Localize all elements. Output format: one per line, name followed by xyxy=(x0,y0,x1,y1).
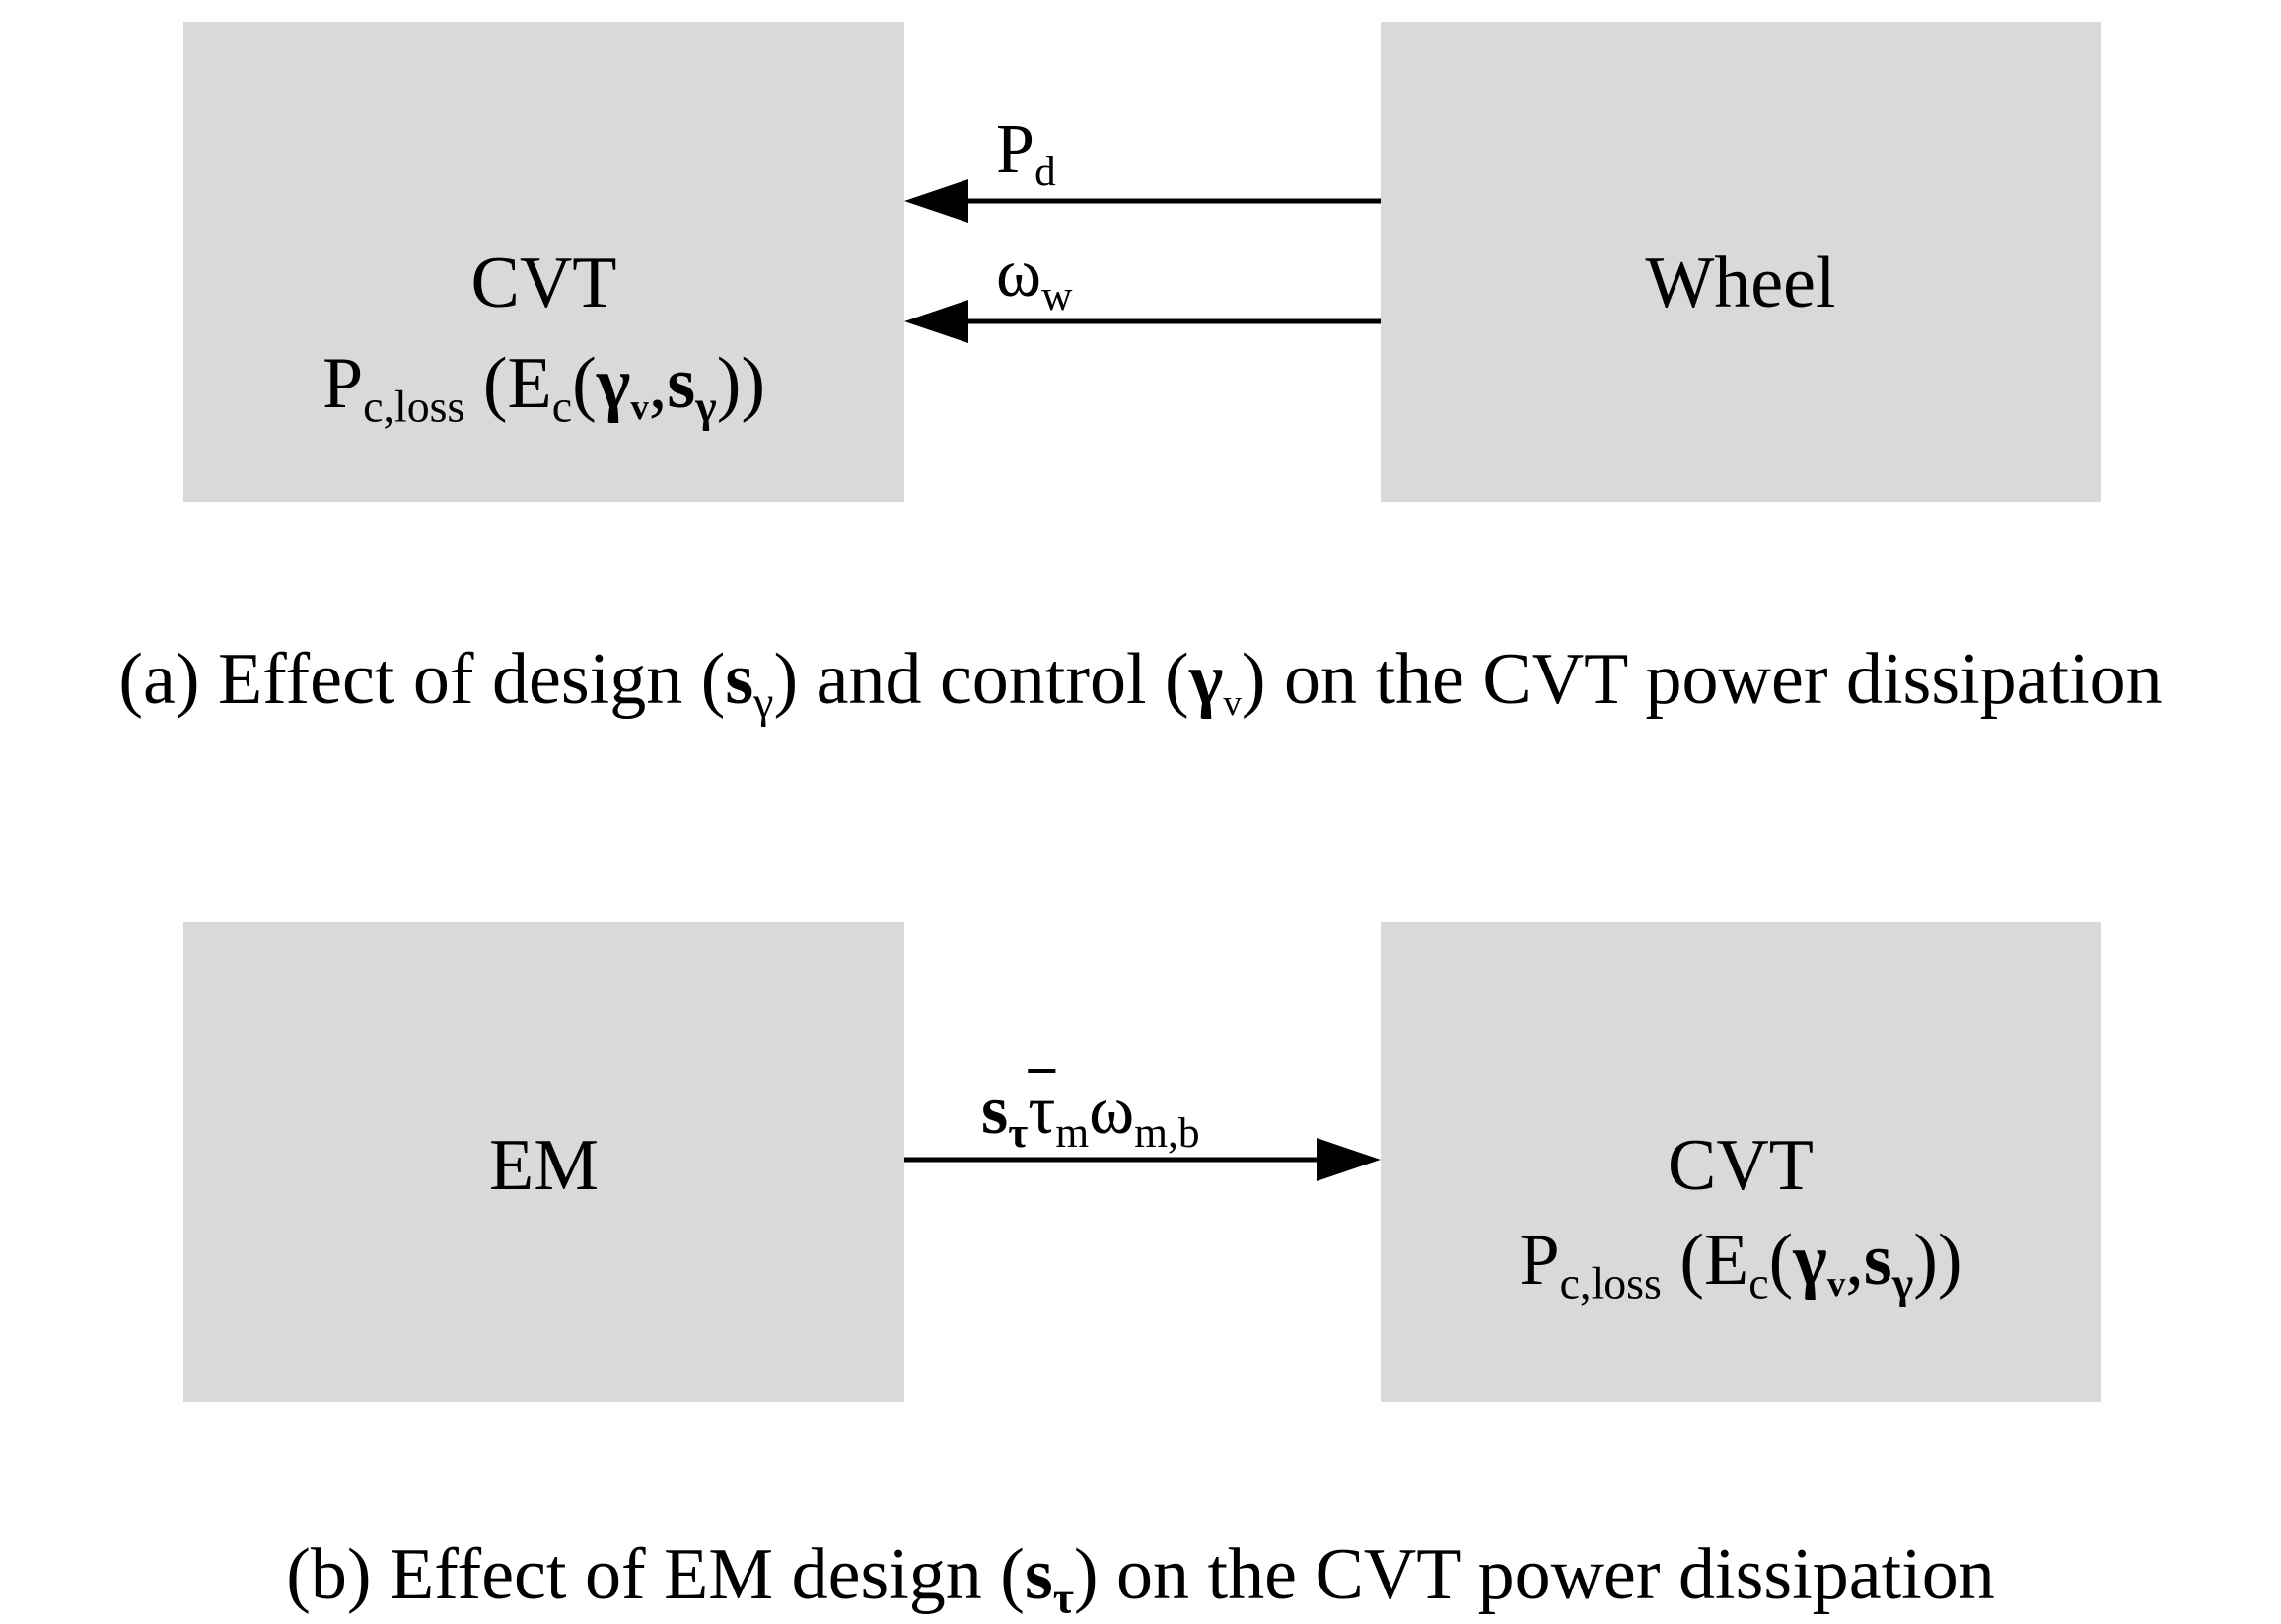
em-to-cvt-arrow xyxy=(904,1138,1381,1181)
cvt-block-a: CVT Pc,loss (Ec(γv,sγ)) xyxy=(183,22,904,502)
wheel-speed-arrow xyxy=(904,300,1381,343)
wheel-speed-label: ωw xyxy=(996,236,1073,319)
cvt-block-b-loss-label: Pc,loss (Ec(γv,sγ)) xyxy=(1519,1220,1962,1308)
wheel-block-title: Wheel xyxy=(1645,243,1836,323)
caption-a: (a) Effect of design (sγ) and control (γ… xyxy=(118,639,2163,728)
cvt-block-a-loss-label: Pc,loss (Ec(γv,sγ)) xyxy=(322,343,765,432)
em-block-title: EM xyxy=(489,1125,599,1206)
wheel-block: Wheel xyxy=(1381,22,2101,502)
cvt-block-b-title: CVT xyxy=(1668,1125,1814,1206)
power-demand-label: Pd xyxy=(996,111,1056,195)
cvt-block-a-title: CVT xyxy=(470,243,617,323)
em-power-label: sττmωm,b xyxy=(981,1073,1200,1157)
power-demand-arrow xyxy=(904,179,1381,223)
caption-b: (b) Effect of EM design (sτ) on the CVT … xyxy=(286,1534,1995,1623)
em-block: EM xyxy=(183,922,904,1402)
cvt-block-b: CVT Pc,loss (Ec(γv,sγ)) xyxy=(1381,922,2101,1402)
